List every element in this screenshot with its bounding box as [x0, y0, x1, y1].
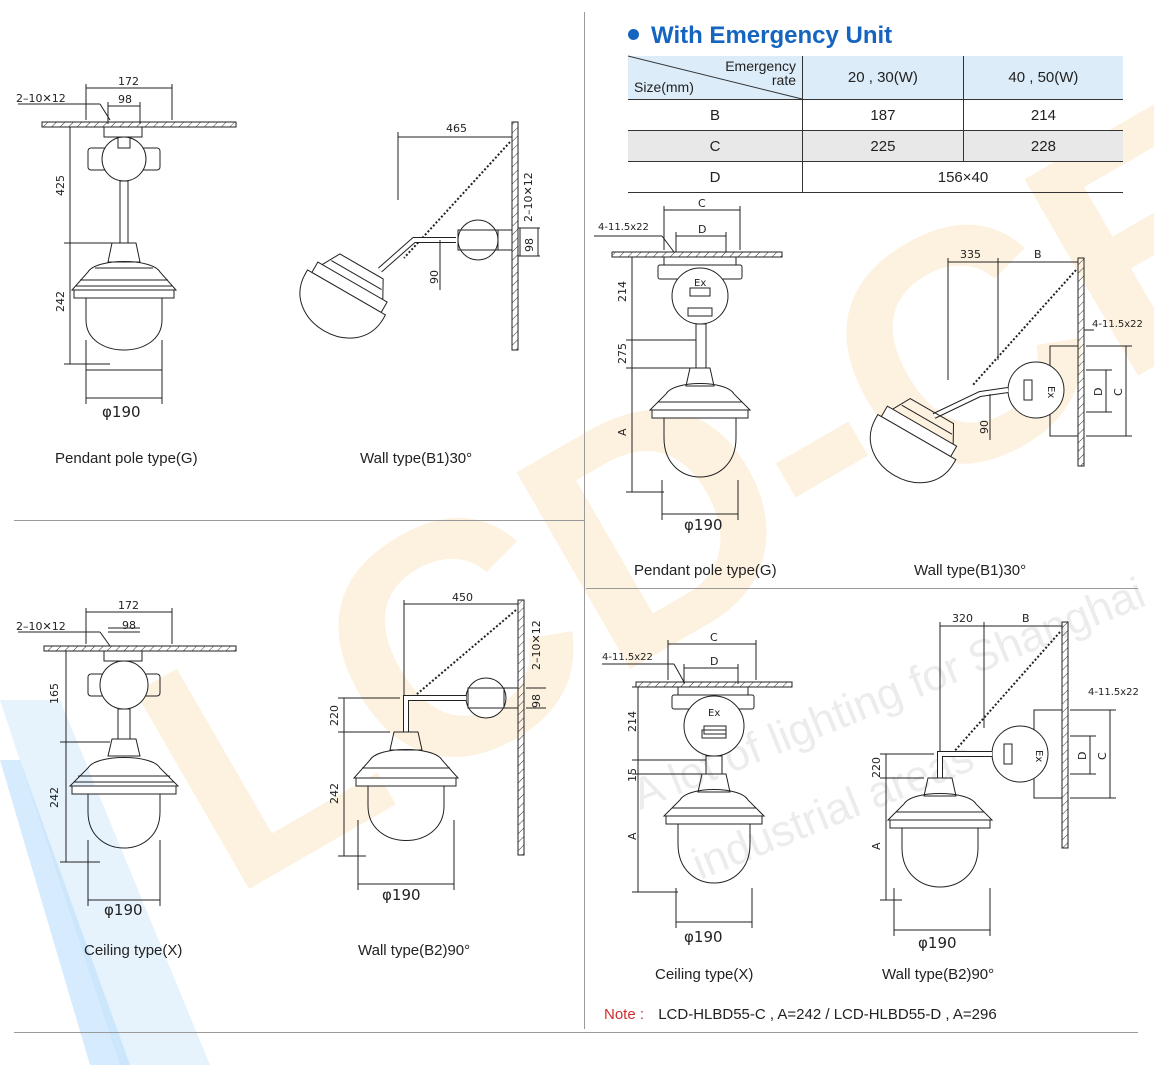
- dim-320: 320: [952, 612, 973, 625]
- dim-172: 172: [118, 75, 139, 88]
- emergency-size-table: Emergency rate Size(mm) 20 , 30(W) 40 , …: [627, 55, 1123, 193]
- dim-bolt-wall: 2–10✕12: [522, 172, 535, 222]
- caption-emergency-ceiling: Ceiling type(X): [655, 966, 754, 983]
- dim-450: 450: [452, 591, 473, 604]
- dim-242: 242: [48, 787, 61, 808]
- dim-bolt: 2–10✕12: [16, 92, 66, 105]
- table-corner-cell: Emergency rate Size(mm): [627, 55, 803, 100]
- col-header-2: 40 , 50(W): [962, 56, 1123, 100]
- row-label: B: [628, 99, 803, 131]
- caption-wall-b2: Wall type(B2)90°: [358, 942, 471, 959]
- dim-220: 220: [328, 705, 341, 726]
- note-text: LCD-HLBD55-C , A=242 / LCD-HLBD55-D , A=…: [658, 1006, 997, 1023]
- diagram-pendant-pole: 172 98 2–10✕12 425 242 φ190: [16, 75, 237, 421]
- dim-220: 220: [870, 757, 883, 778]
- row-value: 156×40: [802, 161, 1123, 193]
- row-value: 214: [962, 99, 1123, 131]
- dim-A: A: [626, 832, 639, 840]
- diagram-emergency-ceiling: C D 4-11.5x22 214 15 A Ex φ190: [602, 631, 793, 946]
- dim-A: A: [870, 842, 883, 850]
- col-header-1: 20 , 30(W): [802, 56, 964, 100]
- dim-C: C: [1096, 752, 1109, 760]
- dim-B: B: [1034, 248, 1042, 261]
- dim-242: 242: [328, 783, 341, 804]
- right-divider: [586, 588, 1138, 589]
- dim-bolt-e: 4-11.5x22: [602, 652, 653, 663]
- row-label: C: [628, 130, 803, 162]
- dim-phi190: φ190: [382, 886, 421, 904]
- table-row: B 187 214: [628, 99, 1123, 131]
- table-row: D 156×40: [628, 161, 1123, 193]
- caption-emergency-wall-b2: Wall type(B2)90°: [882, 966, 995, 983]
- dim-bolt-wall: 2–10✕12: [530, 620, 543, 670]
- bottom-divider: [14, 1032, 1138, 1033]
- dim-phi190: φ190: [102, 403, 141, 421]
- dim-C: C: [710, 631, 718, 644]
- diagram-emergency-pendant: C D 4-11.5x22 214 275 A Ex φ190: [594, 197, 783, 534]
- dim-98: 98: [122, 619, 136, 632]
- dim-B: B: [1022, 612, 1030, 625]
- ex-mark: Ex: [708, 708, 720, 719]
- dim-bolt-e: 4-11.5x22: [1092, 319, 1143, 330]
- caption-wall-b1: Wall type(B1)30°: [360, 450, 473, 467]
- dim-98-wall: 98: [530, 694, 543, 708]
- dim-172: 172: [118, 599, 139, 612]
- dim-C: C: [1112, 388, 1125, 396]
- center-divider: [584, 12, 585, 1029]
- dim-465: 465: [446, 122, 467, 135]
- diagram-emergency-wall-b2: 320 B 4-11.5x22 C D 220 A Ex φ190: [870, 612, 1139, 952]
- dim-15: 15: [626, 768, 639, 782]
- ex-mark: Ex: [694, 278, 706, 289]
- row-value: 228: [962, 130, 1123, 162]
- corner-label-size: Size(mm): [634, 79, 694, 95]
- dim-D: D: [698, 223, 706, 236]
- diagram-wall-b2: 450 2–10✕12 98 220 242 φ190: [328, 591, 546, 904]
- ex-mark: Ex: [1033, 750, 1044, 762]
- dim-bolt: 2–10✕12: [16, 620, 66, 633]
- caption-ceiling: Ceiling type(X): [84, 942, 183, 959]
- diagram-wall-b1: 465 2–10✕12 98 90: [299, 121, 540, 351]
- dim-D: D: [710, 655, 718, 668]
- dim-242: 242: [54, 291, 67, 312]
- dim-C: C: [698, 197, 706, 210]
- dim-phi190: φ190: [684, 928, 723, 946]
- dim-275: 275: [616, 343, 629, 364]
- bullet-icon: [628, 29, 639, 41]
- dim-phi190: φ190: [684, 516, 723, 534]
- dim-214: 214: [616, 281, 629, 302]
- caption-emergency-pendant: Pendant pole type(G): [634, 562, 777, 579]
- corner-diagonal: [627, 55, 803, 100]
- dim-90: 90: [428, 270, 441, 284]
- dim-98-wall: 98: [523, 238, 536, 252]
- table-header-row: Emergency rate Size(mm) 20 , 30(W) 40 , …: [627, 55, 1123, 100]
- caption-emergency-wall-b1: Wall type(B1)30°: [914, 562, 1027, 579]
- dim-D: D: [1092, 388, 1105, 396]
- dim-bolt-e: 4-11.5x22: [1088, 687, 1139, 698]
- dim-335: 335: [960, 248, 981, 261]
- row-value: 225: [802, 130, 964, 162]
- ex-mark: Ex: [1045, 386, 1056, 398]
- note-label: Note :: [604, 1006, 645, 1023]
- left-divider: [14, 520, 584, 521]
- caption-pendant-pole: Pendant pole type(G): [55, 450, 198, 467]
- table-row: C 225 228: [628, 130, 1123, 162]
- model-note: Note : LCD-HLBD55-C , A=242 / LCD-HLBD55…: [604, 1006, 997, 1023]
- dim-D: D: [1076, 752, 1089, 760]
- row-value: 187: [802, 99, 964, 131]
- diagram-ceiling: 172 98 2–10✕12 165 242 φ190: [16, 599, 237, 919]
- emergency-heading: With Emergency Unit: [628, 22, 892, 50]
- diagram-emergency-wall-b1: 335 B 4-11.5x22 C D 90 Ex: [869, 248, 1143, 484]
- dim-98: 98: [118, 93, 132, 106]
- dim-90: 90: [978, 420, 991, 434]
- dim-165: 165: [48, 683, 61, 704]
- dim-425: 425: [54, 175, 67, 196]
- dim-phi190: φ190: [104, 901, 143, 919]
- row-label: D: [628, 161, 803, 193]
- dim-A: A: [616, 428, 629, 436]
- dim-phi190: φ190: [918, 934, 957, 952]
- dim-214: 214: [626, 711, 639, 732]
- corner-label-rate: Emergency rate: [725, 58, 796, 88]
- dim-bolt-e: 4-11.5x22: [598, 222, 649, 233]
